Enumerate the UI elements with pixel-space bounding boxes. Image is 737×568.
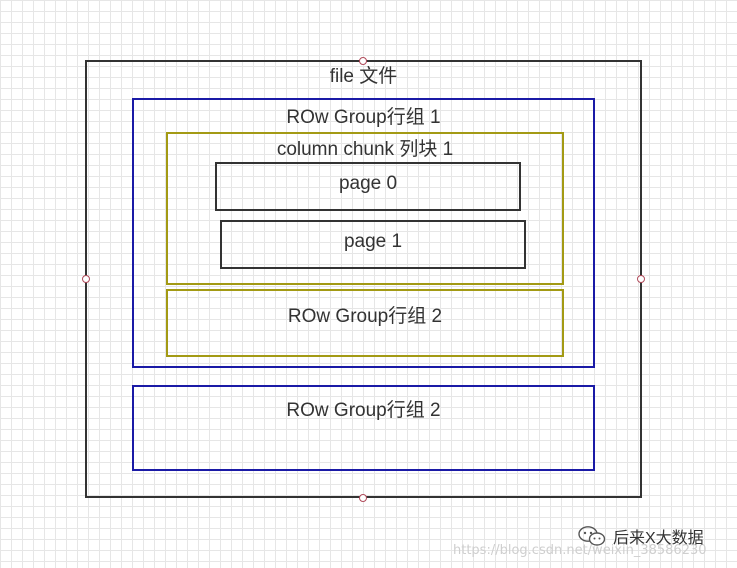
column-chunk-1-box: column chunk 列块 1 xyxy=(166,132,564,285)
brand-name: 后来X大数据 xyxy=(613,530,704,547)
row-group-1-label: ROw Group行组 1 xyxy=(286,107,441,128)
file-label: file 文件 xyxy=(329,66,398,87)
resize-handle-bottom[interactable] xyxy=(359,494,367,502)
resize-handle-right[interactable] xyxy=(637,275,645,283)
wechat-icon xyxy=(578,526,606,546)
outer-row-group-2-box: ROw Group行组 2 xyxy=(132,385,595,471)
resize-handle-top[interactable] xyxy=(359,57,367,65)
watermark-url: https://blog.csdn.net/weixin_38586230 xyxy=(453,543,707,558)
resize-handle-left[interactable] xyxy=(82,275,90,283)
inner-row-group-2-label: ROw Group行组 2 xyxy=(287,306,443,327)
page-1-box: page 1 xyxy=(220,220,526,269)
page-1-label: page 1 xyxy=(343,231,403,252)
outer-row-group-2-label: ROw Group行组 2 xyxy=(286,400,441,421)
column-chunk-1-label: column chunk 列块 1 xyxy=(276,139,454,160)
page-0-label: page 0 xyxy=(338,173,398,194)
row-group-1-box: ROw Group行组 1 xyxy=(132,98,595,368)
page-0-box: page 0 xyxy=(215,162,521,211)
inner-row-group-2-box: ROw Group行组 2 xyxy=(166,289,564,357)
brand: 后来X大数据 xyxy=(577,524,704,548)
